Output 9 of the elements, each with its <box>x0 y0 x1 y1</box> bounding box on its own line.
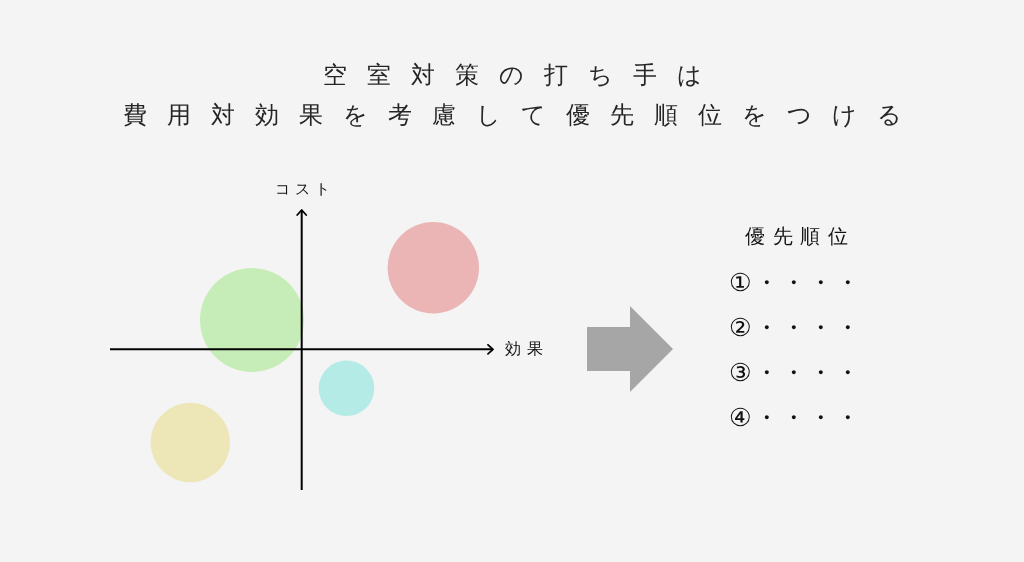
axis-label: 効果 <box>505 338 549 360</box>
list-item: ①・・・・ <box>729 267 863 300</box>
list-item: ②・・・・ <box>729 312 863 345</box>
list-heading: 優先順位 <box>745 223 855 250</box>
list-item: ③・・・・ <box>729 357 863 390</box>
list-item: ④・・・・ <box>729 402 863 435</box>
axis-label: コスト <box>275 178 335 200</box>
title: 空室対策の打ち手は費用対効果を考慮して優先順位をつける <box>121 60 922 131</box>
block-arrow <box>587 306 673 392</box>
